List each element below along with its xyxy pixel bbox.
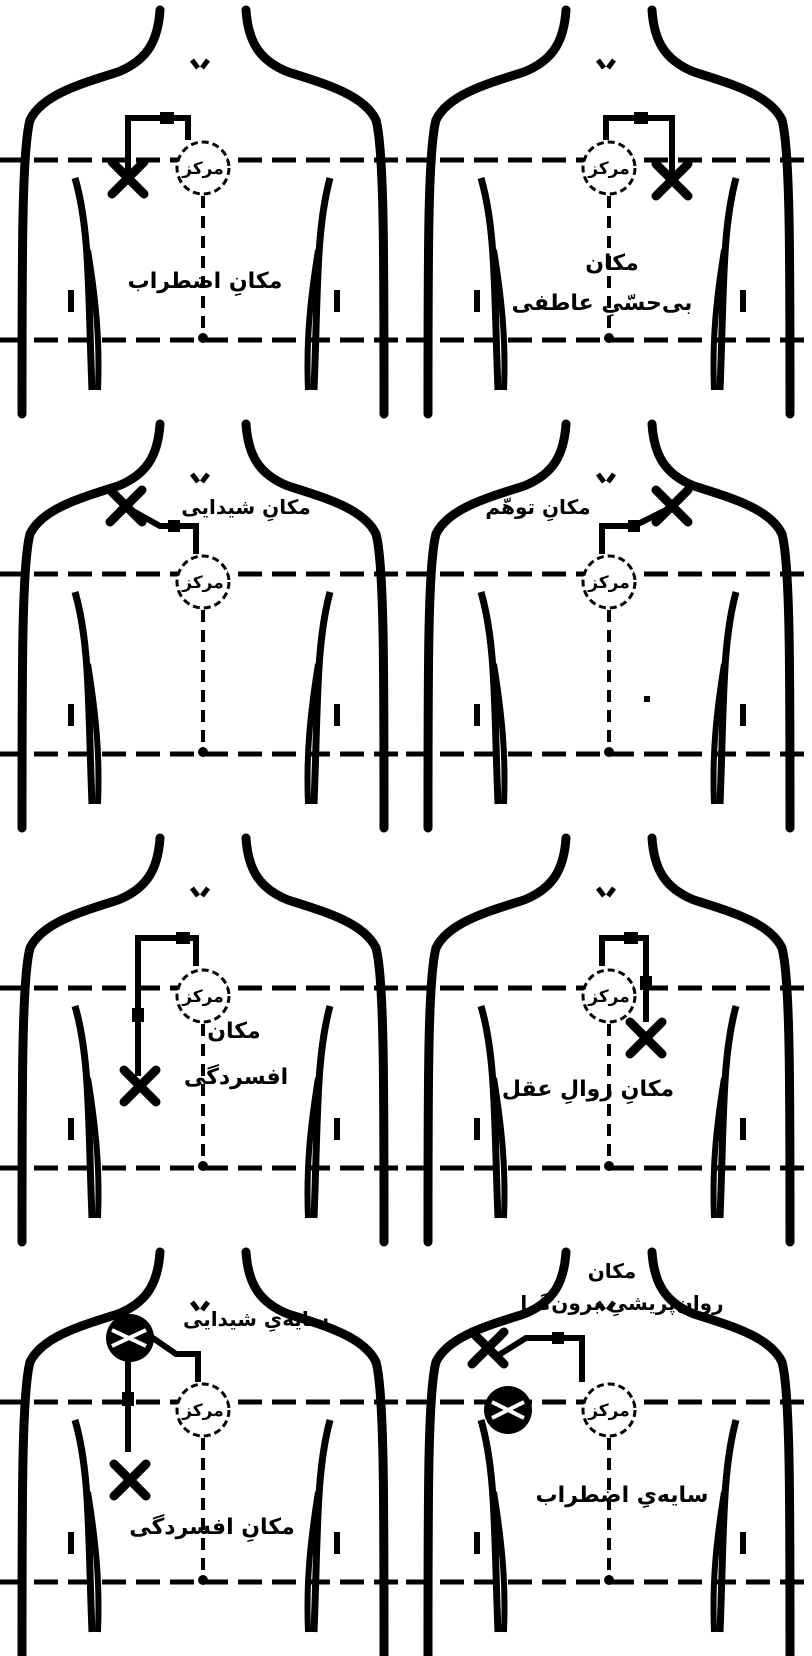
panel-dementia: مرکز مکانِ زوالِ عقل [406,838,812,1242]
panel-label-line-2: روان‌پریشیِ برون‌گرا [520,1291,723,1316]
center-label: مرکز [587,987,630,1007]
panel-label: مکانِ زوالِ عقل [502,1077,674,1105]
panel-label: مکانِ اضطراب [128,269,283,297]
center-label: مرکز [587,159,630,179]
shadow-blob [484,1386,532,1434]
panel-emotional-numbness: مرکز مکان بی‌حسّیِ عاطفی [406,10,812,414]
panel-label-line-1: مکان [585,251,638,276]
panel-label: مکانِ توهّم [485,495,590,521]
panel-extraverted-psychosis: مرکز مکان روان‌پریشیِ برون‌گرا سایه‌یِ ا… [406,1252,812,1656]
panel-anxiety: مرکز مکانِ اضطراب [0,10,406,414]
panel-depression: مرکز مکان افسردگی [0,838,406,1242]
panel-label: مکانِ شیدایی [181,495,311,521]
panel-label-line-1: مکان [588,1259,637,1283]
panel-label-line-2: افسردگی [184,1063,288,1090]
panel-label-line-2: بی‌حسّیِ عاطفی [512,291,693,318]
shadow-blob [106,1314,154,1362]
center-label: مرکز [587,573,630,593]
panel-hallucination: مرکز مکانِ توهّم [406,424,812,828]
center-label: مرکز [181,573,224,593]
panel-label-line-1: مکان [207,1019,260,1044]
center-label: مرکز [181,159,224,179]
center-label: مرکز [181,1401,224,1421]
panel-label-line-3: سایه‌یِ اضطراب [536,1483,709,1509]
center-label: مرکز [181,987,224,1007]
panel-shadow-mania-depression: مرکز سایه‌یِ شیدایی مکانِ افسردگی [0,1252,406,1656]
panel-mania: مرکز مکانِ شیدایی [0,424,406,828]
panel-label-line-2: مکانِ افسردگی [129,1513,294,1543]
center-label: مرکز [587,1401,630,1421]
panel-label-line-1: سایه‌یِ شیدایی [183,1307,329,1332]
